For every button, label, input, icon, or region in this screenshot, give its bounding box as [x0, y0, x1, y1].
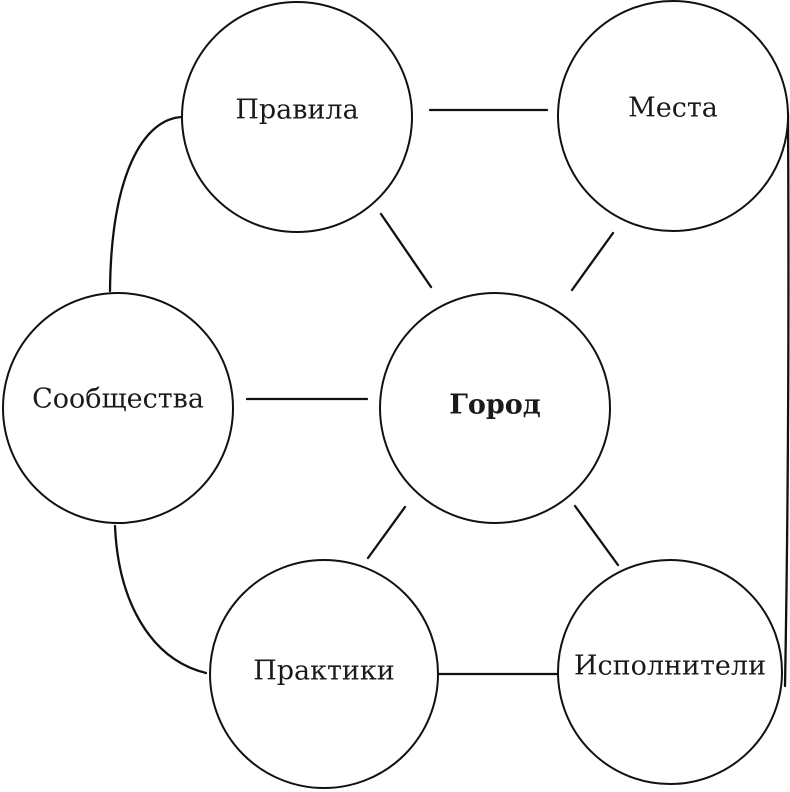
node-rules-label: Правила — [235, 95, 358, 126]
node-performers-circle — [557, 559, 783, 785]
edge-communities-practices — [113, 524, 208, 675]
node-places-circle — [557, 0, 789, 232]
node-rules: Правила — [181, 1, 413, 233]
edge-rules-city — [379, 212, 433, 289]
node-practices-circle — [209, 559, 439, 789]
node-practices: Практики — [209, 559, 439, 789]
edge-places-performers — [783, 111, 790, 688]
node-places: Места — [557, 0, 789, 232]
node-communities: Сообщества — [2, 292, 234, 524]
node-city-label: Город — [449, 390, 541, 421]
node-performers-label: Исполнители — [574, 651, 766, 682]
edge-city-performers — [573, 504, 620, 567]
edge-communities-rules — [108, 115, 184, 293]
node-communities-label: Сообщества — [32, 384, 204, 415]
node-communities-circle — [2, 292, 234, 524]
node-places-label: Места — [628, 93, 718, 124]
node-performers: Исполнители — [557, 559, 783, 785]
edge-places-city — [570, 231, 615, 292]
edge-city-practices — [366, 505, 407, 560]
node-city: Город — [379, 292, 611, 524]
node-rules-circle — [181, 1, 413, 233]
node-practices-label: Практики — [253, 656, 395, 687]
node-city-circle — [379, 292, 611, 524]
